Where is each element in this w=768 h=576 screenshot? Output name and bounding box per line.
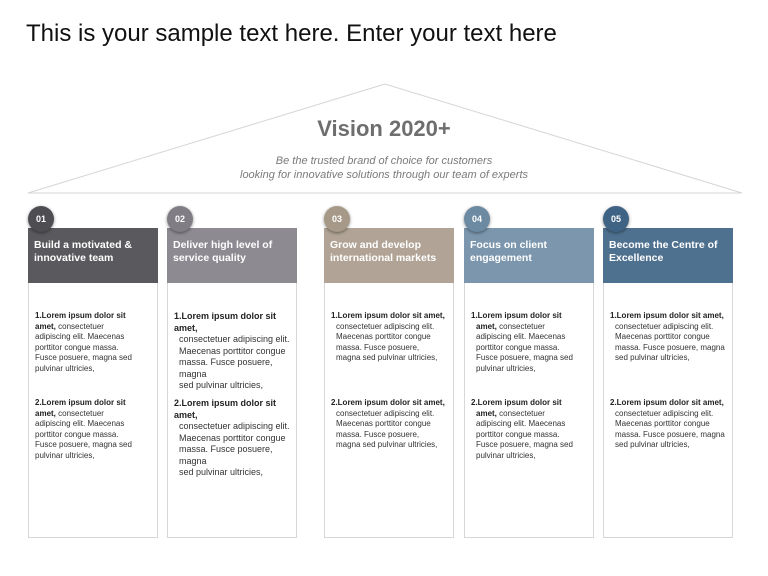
pillar-header: Focus on client engagement <box>464 228 594 283</box>
pillar-header-line: Build a motivated & <box>34 239 133 251</box>
pillar-header-line: international markets <box>330 252 437 264</box>
vision-subtitle: Be the trusted brand of choice for custo… <box>0 154 768 182</box>
pillar-item-heading: 1.Lorem ipsum dolor sit amet, <box>331 311 445 320</box>
pillar-header-line: Deliver high level of <box>173 239 273 251</box>
pillar-item-heading: amet, <box>35 408 56 418</box>
pillar-body: 1.Lorem ipsum dolor sit amet, consectetu… <box>167 283 297 538</box>
pillar-item: 1.Lorem ipsum dolor sit amet, consectetu… <box>471 311 589 374</box>
pillar-item-text: Maecenas porttitor congue <box>179 432 286 443</box>
pillar-item-text: adipiscing elit. Maecenas <box>476 419 566 428</box>
pillar-body: 1.Lorem ipsum dolor sit amet, consectetu… <box>464 283 594 538</box>
pillar-item-heading: 1.Lorem ipsum dolor sit <box>35 311 126 320</box>
pillar-item-text: adipiscing elit. Maecenas <box>35 419 125 428</box>
pillar-item-text: pulvinar ultricies, <box>476 450 536 460</box>
pillar-header-line: service quality <box>173 252 246 264</box>
pillar-item-heading: 2.Lorem ipsum dolor sit amet, <box>331 398 445 407</box>
pillar-number-badge: 02 <box>167 206 193 232</box>
pillar-item-text: porttitor congue massa. <box>35 342 119 352</box>
pillar-item-text: consectetuer adipiscing elit. <box>615 408 714 418</box>
pillar-item-text: Maecenas porttitor congue <box>615 332 710 341</box>
pillar-header-line: Grow and develop <box>330 239 422 251</box>
pillar-item-text: pulvinar ultricies, <box>35 363 95 373</box>
vision-title: Vision 2020+ <box>317 116 451 141</box>
pillar-item-text: sed pulvinar ultricies, <box>179 467 264 477</box>
pillar-item: 2.Lorem ipsum dolor sit amet, consectetu… <box>174 398 292 479</box>
pillar-header-line: engagement <box>470 252 532 264</box>
pillar-item-text: porttitor congue massa. <box>35 429 119 439</box>
pillar-header-line: Focus on client <box>470 239 548 251</box>
pillar-body: 1.Lorem ipsum dolor sit amet, consectetu… <box>603 283 733 538</box>
pillar-item-text: Maecenas porttitor congue <box>615 419 710 428</box>
pillar-item-text: Maecenas porttitor congue <box>336 332 431 341</box>
pillar-item-heading: 2.Lorem ipsum dolor sit amet, <box>174 398 277 420</box>
pillar-item: 2.Lorem ipsum dolor sit amet, consectetu… <box>35 398 153 461</box>
pillar-item-text: Fusce posuere, magna sed <box>35 440 132 449</box>
pillar-item-heading: 2.Lorem ipsum dolor sit amet, <box>610 398 724 407</box>
pillar-item-text: massa. Fusce posuere, magna <box>179 444 273 466</box>
pillar-item-text: massa. Fusce posuere, magna <box>615 429 725 439</box>
pillar-item-text: consectetuer adipiscing elit. <box>336 321 435 331</box>
pillar-number-badge: 05 <box>603 206 629 232</box>
pillar-item-text: massa. Fusce posuere, <box>336 429 420 439</box>
pillar-item-text: magna sed pulvinar ultricies, <box>336 440 438 449</box>
pillar-item-text: consectetuer adipiscing elit. <box>179 421 290 431</box>
pillar-item: 1.Lorem ipsum dolor sit amet, consectetu… <box>331 311 449 364</box>
pillar-item-heading: 2.Lorem ipsum dolor sit <box>471 398 562 407</box>
pillar-item: 1.Lorem ipsum dolor sit amet, consectetu… <box>174 311 292 392</box>
pillar-header: Become the Centre of Excellence <box>603 228 733 283</box>
pillar-header: Deliver high level of service quality <box>167 228 297 283</box>
pillar-item-text: adipiscing elit. Maecenas <box>476 332 566 341</box>
pillar-item-heading: 1.Lorem ipsum dolor sit amet, <box>174 311 277 333</box>
pillar-item-text: Fusce posuere, magna sed <box>476 353 573 362</box>
pillar-item: 2.Lorem ipsum dolor sit amet, consectetu… <box>610 398 728 451</box>
pillar-item-heading: amet, <box>476 321 497 331</box>
pillar-item-text: consectetuer <box>499 408 545 418</box>
pillar-item-heading: 1.Lorem ipsum dolor sit <box>471 311 562 320</box>
pillar-item-text: consectetuer <box>58 408 104 418</box>
pillar-item-text: porttitor congue massa. <box>476 429 560 439</box>
pillar-item-text: massa. Fusce posuere, magna <box>179 357 273 379</box>
pillar-number-badge: 03 <box>324 206 350 232</box>
pillar-header-line: Excellence <box>609 252 664 264</box>
pillar-header-line: innovative team <box>34 252 114 264</box>
pillar-item-text: consectetuer <box>58 321 104 331</box>
pillar-item: 1.Lorem ipsum dolor sit amet, consectetu… <box>610 311 728 364</box>
pillar-item-heading: amet, <box>476 408 497 418</box>
pillar-item-text: massa. Fusce posuere, <box>336 342 420 352</box>
pillar-number-badge: 01 <box>28 206 54 232</box>
pillar-header: Build a motivated & innovative team <box>28 228 158 283</box>
pillar-item: 2.Lorem ipsum dolor sit amet, consectetu… <box>471 398 589 461</box>
pillar-header: Grow and develop international markets <box>324 228 454 283</box>
pillar-item-text: Maecenas porttitor congue <box>179 345 286 356</box>
pillar-item-heading: 1.Lorem ipsum dolor sit amet, <box>610 311 724 320</box>
pillar-item-heading: amet, <box>35 321 56 331</box>
pillar-item-text: massa. Fusce posuere, magna <box>615 342 725 352</box>
pillar-item-text: sed pulvinar ultricies, <box>179 380 264 390</box>
pillar-item-text: consectetuer adipiscing elit. <box>615 321 714 331</box>
pillar-item-text: Fusce posuere, magna sed <box>476 440 573 449</box>
pillar-body: 1.Lorem ipsum dolor sit amet, consectetu… <box>324 283 454 538</box>
vision-subtitle-line: looking for innovative solutions through… <box>240 169 528 181</box>
vision-subtitle-line: Be the trusted brand of choice for custo… <box>275 155 493 167</box>
page-title: This is your sample text here. Enter you… <box>26 20 557 47</box>
pillar-item: 2.Lorem ipsum dolor sit amet, consectetu… <box>331 398 449 451</box>
pillar-item-text: consectetuer adipiscing elit. <box>336 408 435 418</box>
pillar-item-text: Fusce posuere, magna sed <box>35 353 132 362</box>
pillar-item-text: porttitor congue massa. <box>476 342 560 352</box>
pillar-number-badge: 04 <box>464 206 490 232</box>
pillar-item-text: sed pulvinar ultricies, <box>615 353 690 362</box>
pillar-header-line: Become the Centre of <box>609 239 718 251</box>
pillar-item-text: pulvinar ultricies, <box>476 363 536 373</box>
pillar-item-text: pulvinar ultricies, <box>35 450 95 460</box>
pillar-item-text: magna sed pulvinar ultricies, <box>336 353 438 362</box>
pillar-item-text: Maecenas porttitor congue <box>336 419 431 428</box>
pillar-item-text: consectetuer <box>499 321 545 331</box>
pillar-item-text: consectetuer adipiscing elit. <box>179 334 290 344</box>
pillar-item-heading: 2.Lorem ipsum dolor sit <box>35 398 126 407</box>
pillar-item: 1.Lorem ipsum dolor sit amet, consectetu… <box>35 311 153 374</box>
pillar-body: 1.Lorem ipsum dolor sit amet, consectetu… <box>28 283 158 538</box>
pillar-item-text: adipiscing elit. Maecenas <box>35 332 125 341</box>
pillar-item-text: sed pulvinar ultricies, <box>615 440 690 449</box>
